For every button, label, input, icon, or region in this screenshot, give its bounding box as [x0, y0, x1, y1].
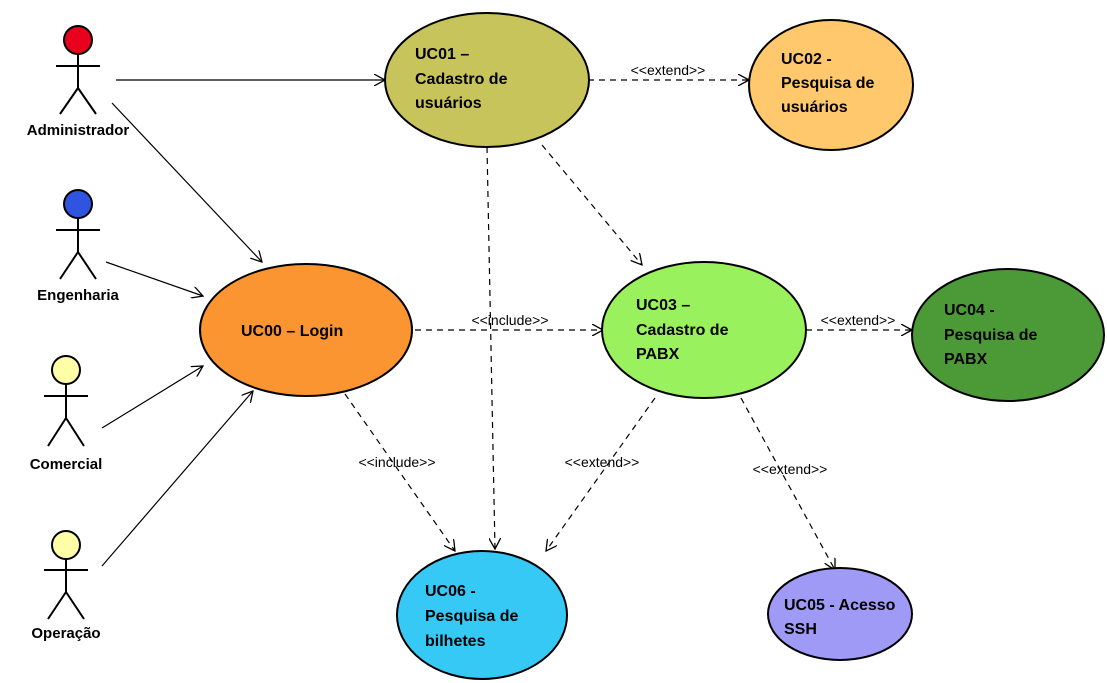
actor-label: Engenharia [37, 287, 119, 304]
use-case-oval [748, 19, 914, 151]
include-label-uc00-uc06: <<include>> [358, 454, 435, 470]
actor-head [51, 530, 81, 560]
use-case-oval [199, 263, 413, 397]
use-case-label: usuários [781, 99, 848, 116]
use-case-label: UC00 – Login [241, 323, 343, 340]
actor-comercial[interactable]: Comercial [30, 355, 103, 473]
association-com-uc00 [101, 366, 203, 429]
use-case-oval [601, 261, 807, 399]
dependency-uc01-uc06 [486, 146, 495, 549]
association-op-uc00 [101, 391, 253, 567]
use-case-label: UC06 - [425, 583, 476, 600]
actor-head [51, 355, 81, 385]
use-case-label: PABX [944, 351, 988, 368]
extend-label-uc03-uc04: <<extend>> [821, 312, 896, 328]
use-case-uc06[interactable]: UC06 - Pesquisa de bilhetes [396, 550, 568, 680]
actor-administrador[interactable]: Administrador [27, 25, 130, 139]
use-case-label: UC02 - [781, 51, 832, 68]
extend-uc03-uc05 [740, 397, 835, 570]
actor-operacao[interactable]: Operação [31, 530, 101, 642]
association-eng-uc00 [105, 261, 203, 296]
extend-uc03-uc06 [546, 397, 656, 551]
use-case-label: Pesquisa de [425, 608, 518, 625]
use-case-uc03[interactable]: UC03 – Cadastro de PABX [601, 261, 807, 399]
use-case-uc01[interactable]: UC01 – Cadastro de usuários [384, 12, 590, 148]
actor-engenharia[interactable]: Engenharia [37, 189, 120, 304]
actor-label: Administrador [27, 122, 130, 139]
include-uc00-uc06 [344, 393, 455, 551]
extend-label-uc03-uc05: <<extend>> [753, 461, 828, 477]
association-admin-uc00 [111, 102, 262, 262]
dependency-uc01-uc03 [541, 144, 642, 265]
use-case-uc02[interactable]: UC02 - Pesquisa de usuários [748, 19, 914, 151]
use-case-label: UC04 - [944, 302, 995, 319]
use-case-label: Pesquisa de [944, 327, 1037, 344]
use-case-label: UC01 – [415, 46, 469, 63]
use-case-oval [384, 12, 590, 148]
use-case-uc00[interactable]: UC00 – Login [199, 263, 413, 397]
actor-head [63, 189, 93, 219]
include-label-uc00-uc03: <<include>> [471, 312, 548, 328]
use-case-label: PABX [636, 346, 680, 363]
actor-label: Comercial [30, 456, 103, 473]
use-case-uc05[interactable]: UC05 - Acesso SSH [767, 567, 913, 661]
use-case-label: Pesquisa de [781, 75, 874, 92]
actor-label: Operação [31, 625, 100, 642]
use-case-label: usuários [415, 95, 482, 112]
extend-label-uc01-uc02: <<extend>> [631, 62, 706, 78]
use-case-label: UC03 – [636, 297, 690, 314]
use-case-oval [911, 268, 1105, 402]
use-case-label: SSH [784, 621, 817, 638]
use-case-oval [767, 567, 913, 661]
use-case-label: Cadastro de [636, 322, 729, 339]
actor-head [63, 25, 93, 55]
extend-label-uc03-uc06: <<extend>> [565, 454, 640, 470]
use-case-label: Cadastro de [415, 71, 508, 88]
use-case-uc04[interactable]: UC04 - Pesquisa de PABX [911, 268, 1105, 402]
use-case-label: UC05 - Acesso [784, 597, 896, 614]
use-case-label: bilhetes [425, 633, 486, 650]
use-case-oval [396, 550, 568, 680]
